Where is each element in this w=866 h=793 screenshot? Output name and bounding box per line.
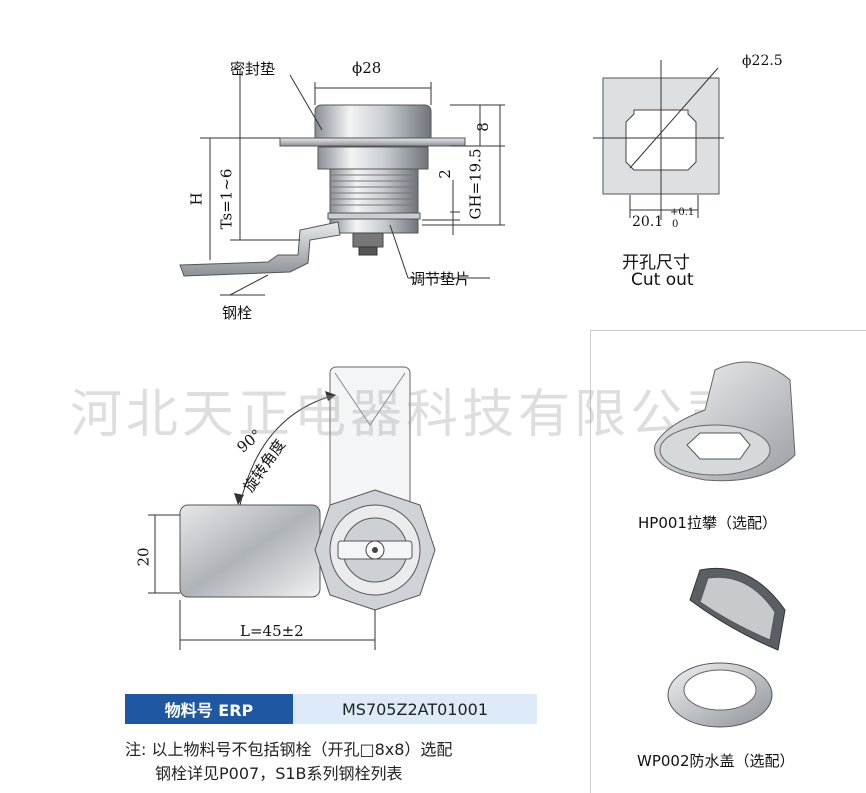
dim-ts-label: Ts=1~6 [217,168,236,230]
cutout-width-label: 20.1 [632,214,664,230]
shim-label: 调节垫片 [410,270,471,288]
dim-h-label: H [187,192,206,206]
panel-divider-vertical [590,330,591,793]
hp001-label: HP001拉攀（选配） [638,514,777,532]
dim-8-label: 8 [473,122,492,132]
erp-key: 物料号 ERP [125,694,293,724]
seal-label: 密封垫 [230,60,276,78]
wp002-label: WP002防水盖（选配） [637,752,795,770]
erp-value: MS705Z2AT01001 [293,694,537,724]
side-view-drawing [179,70,505,296]
bolt-label: 钢栓 [222,304,253,322]
cutout-title-cn: 开孔尺寸 [622,253,690,273]
note-line-1: 注: 以上物料号不包括钢栓（开孔□8x8）选配 [125,740,453,759]
dim-2-label: 2 [435,169,454,179]
front-view-drawing [148,366,436,650]
wp002-cover-image [667,567,786,728]
cutout-tol-upper: +0.1 [670,207,695,218]
panel-divider-horizontal [590,330,866,331]
diameter-28-label: ϕ28 [352,59,382,77]
watermark: 河北天正电器科技有限公司 [70,385,743,445]
length-label: L=45±2 [240,622,304,640]
cutout-title-en: Cut out [631,270,694,290]
note-line-2: 钢栓详见P007，S1B系列钢栓列表 [155,764,403,783]
cutout-diameter-label: ϕ22.5 [742,53,783,69]
cutout-drawing [593,60,724,220]
hp001-handle-image [654,361,796,482]
erp-bar: 物料号 ERP MS705Z2AT01001 [125,694,537,724]
height-20-label: 20 [134,547,153,567]
cutout-tol-lower: 0 [672,219,679,230]
dim-gh-label: GH=19.5 [466,148,485,220]
